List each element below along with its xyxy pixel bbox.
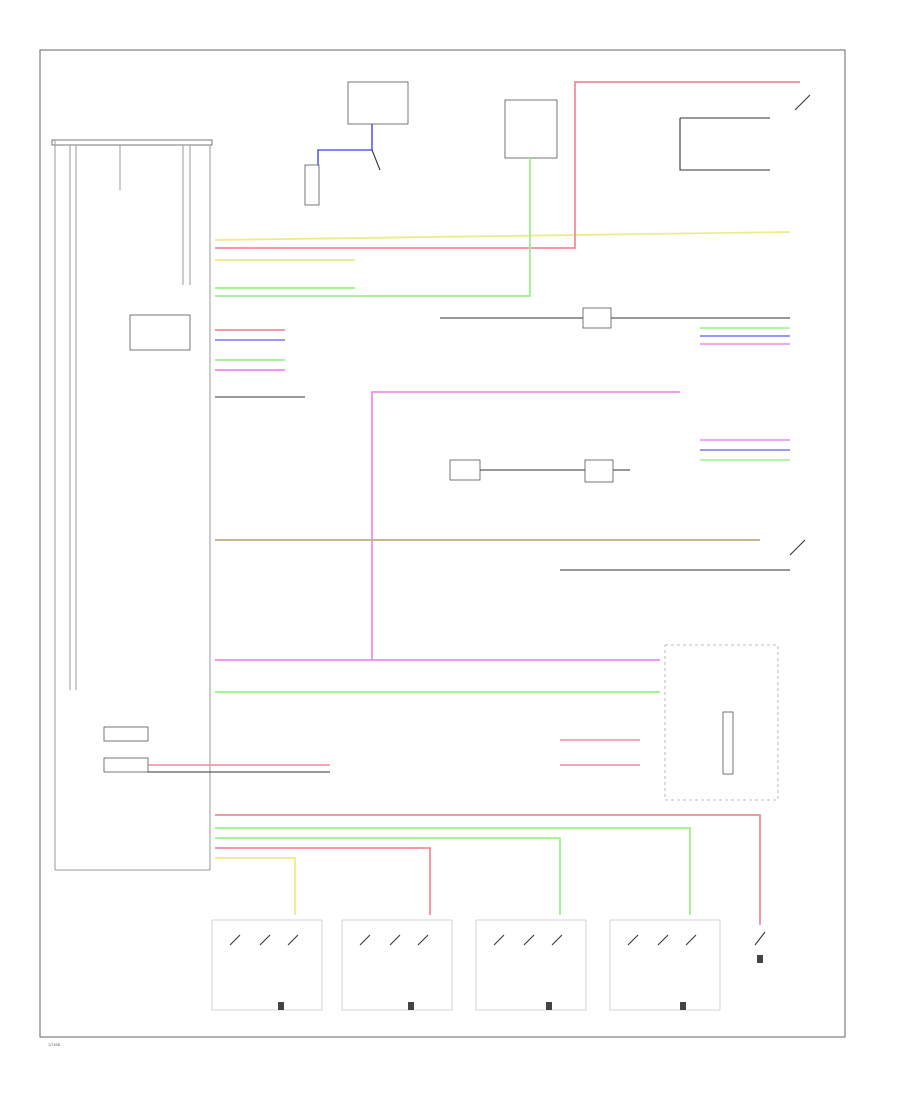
blue-wire [317,124,373,165]
switch-5 [754,931,766,963]
pink-wire-bottom-2 [215,847,431,915]
yellow-wire-bottom [215,857,296,915]
mid-switch [789,539,806,556]
switch-group-4 [609,919,721,1011]
connector-mid3 [584,459,614,483]
pink-wire-top [215,81,800,249]
lower-box-1 [103,726,149,742]
relay-link [371,149,381,171]
switch-group-3 [475,919,587,1011]
diagram-border [39,49,846,1038]
connector-mid1 [582,307,612,329]
switch-group-2 [341,919,453,1011]
green-wire-bottom-1 [215,827,691,915]
magenta-wire-vertical [371,391,680,660]
switch-group-1 [211,919,323,1011]
right-unit-box [664,644,779,801]
combination-unit [129,314,191,351]
lower-box-2 [103,757,149,773]
sensor-box [304,164,320,206]
top-switch [794,94,811,111]
right-unit-connector [722,711,734,775]
yellow-wire-top [214,231,791,241]
green-wire-control [215,158,531,297]
connector-mid2 [449,459,481,481]
relay-box [347,81,409,125]
switch-ground-loop [679,118,770,171]
control-unit-box [504,99,558,159]
green-wire-bottom-2 [215,837,561,915]
footer-code: 1/74SB [48,1043,61,1047]
fuse-block [51,139,213,871]
fuse-block-busbar [51,139,213,146]
pink-wire-bottom-1 [215,814,761,925]
